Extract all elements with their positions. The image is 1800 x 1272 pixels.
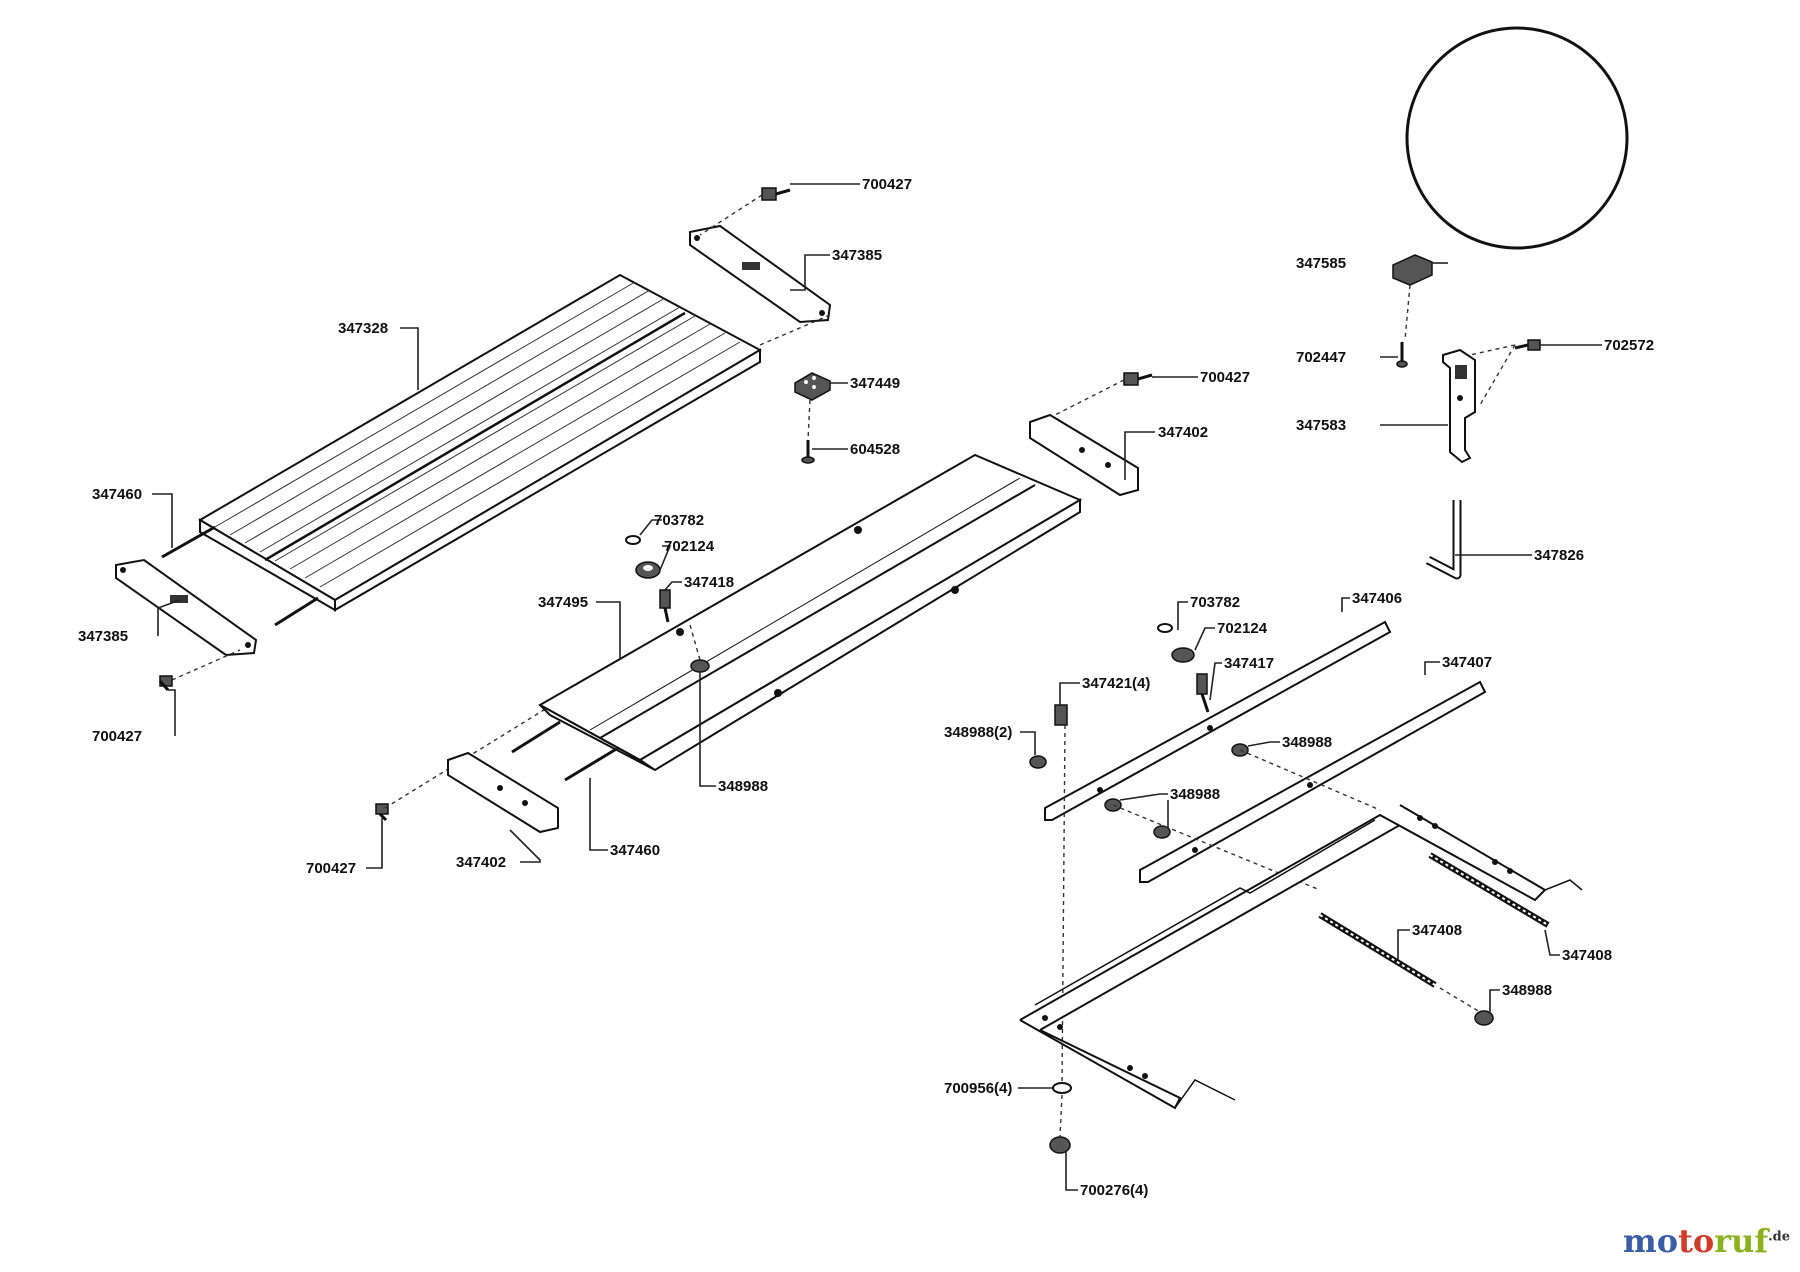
label-700427-top: 700427 (862, 176, 912, 193)
label-348988-b: 348988 (1170, 786, 1220, 803)
bolt-347421 (1054, 704, 1068, 726)
hex-key-347826 (1425, 500, 1462, 580)
screw-700427-bottom (375, 803, 389, 822)
rod-left (161, 525, 216, 559)
bearing-702124-left (635, 561, 661, 579)
label-348988-mid: 348988 (718, 778, 768, 795)
label-348988-2: 348988(2) (944, 724, 1012, 741)
extension-table (537, 453, 1083, 772)
label-604528: 604528 (850, 441, 900, 458)
label-702572: 702572 (1604, 337, 1654, 354)
part-labels: 700427 347385 347328 347449 604528 70042… (78, 176, 1654, 1199)
label-347328: 347328 (338, 320, 388, 337)
screw-700427-mid (1123, 372, 1153, 386)
rod-bottom (511, 720, 561, 754)
end-bracket-left (115, 558, 258, 657)
side-bracket-bottom (447, 751, 559, 834)
washer-703782-left (625, 535, 641, 545)
label-702124-left: 702124 (664, 538, 715, 555)
clamp-block (794, 372, 831, 401)
washer-700956 (1052, 1082, 1072, 1094)
screw-604528 (801, 440, 815, 464)
label-700276: 700276(4) (1080, 1182, 1148, 1199)
rail-347406 (1044, 620, 1392, 821)
fence-bracket-347583 (1442, 348, 1476, 464)
label-347495: 347495 (538, 594, 588, 611)
label-348988-c: 348988 (1502, 982, 1552, 999)
label-700427-mid: 700427 (1200, 369, 1250, 386)
watermark-logo: motoruf.de (1623, 1222, 1790, 1260)
leader-lines (152, 183, 1602, 1191)
watermark-part-2: to (1678, 1222, 1715, 1260)
washer-703782-right (1157, 623, 1173, 633)
label-700956: 700956(4) (944, 1080, 1012, 1097)
nut-348988-mid (690, 659, 710, 673)
label-348988-a: 348988 (1282, 734, 1332, 751)
nut-348988-c (1474, 1010, 1494, 1026)
threaded-rod-347408-b (1428, 852, 1550, 928)
label-347449: 347449 (850, 375, 900, 392)
rail-347407 (1139, 680, 1487, 883)
screw-700427-top (761, 187, 791, 201)
label-347460-bottom: 347460 (610, 842, 660, 859)
pin-347418 (659, 589, 671, 623)
cap-347585 (1392, 254, 1433, 286)
label-347826: 347826 (1534, 547, 1584, 564)
label-700427-bottom: 700427 (306, 860, 356, 877)
watermark-suffix: .de (1768, 1229, 1790, 1245)
label-347402-bottom: 347402 (456, 854, 506, 871)
bearing-702124-right (1171, 647, 1195, 663)
label-347407: 347407 (1442, 654, 1492, 671)
label-347417: 347417 (1224, 655, 1274, 672)
label-347385-top: 347385 (832, 247, 882, 264)
screw-700427-left (158, 675, 173, 691)
side-bracket-top (1029, 413, 1139, 497)
detail-circle (1405, 26, 1629, 250)
label-347583: 347583 (1296, 417, 1346, 434)
nut-700276 (1049, 1136, 1071, 1154)
label-347460-left: 347460 (92, 486, 142, 503)
label-703782-left: 703782 (654, 512, 704, 529)
end-bracket-top (689, 224, 832, 324)
screw-702572 (1514, 339, 1541, 351)
label-347385-left: 347385 (78, 628, 128, 645)
table-top-plate (198, 273, 763, 612)
watermark-part-1: mo (1622, 1222, 1679, 1260)
pin-347417 (1196, 673, 1210, 713)
label-347418: 347418 (684, 574, 734, 591)
base-frame (1019, 804, 1583, 1110)
label-347585: 347585 (1296, 255, 1346, 272)
label-703782-right: 703782 (1190, 594, 1240, 611)
label-347408-a: 347408 (1412, 922, 1462, 939)
watermark-part-3: ruf (1714, 1222, 1769, 1260)
label-700427-left: 700427 (92, 728, 142, 745)
nut-348988-b (1104, 798, 1171, 839)
threaded-rod-347408-a (1318, 912, 1437, 988)
label-347402-top: 347402 (1158, 424, 1208, 441)
label-347421: 347421(4) (1082, 675, 1150, 692)
screw-702447 (1396, 342, 1408, 368)
label-347408-b: 347408 (1562, 947, 1612, 964)
label-702124-right: 702124 (1217, 620, 1268, 637)
label-702447: 702447 (1296, 349, 1346, 366)
nut-348988-2 (1029, 755, 1047, 769)
label-347406: 347406 (1352, 590, 1402, 607)
